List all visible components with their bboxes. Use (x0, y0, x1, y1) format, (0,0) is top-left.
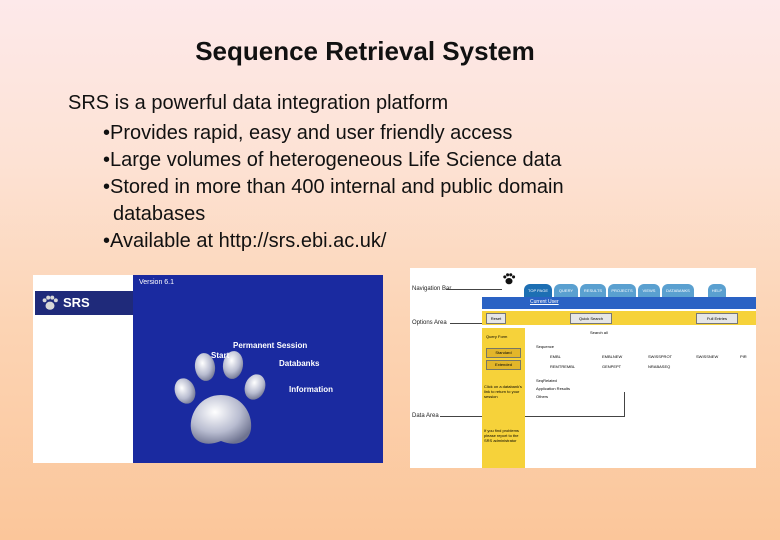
tab-projects[interactable]: PROJECTS (608, 284, 636, 297)
databank-checkbox-nrabaseq[interactable]: NRABASEQ (648, 364, 671, 369)
permanent-session-link[interactable]: Permanent Session (233, 341, 308, 350)
version-label: Version 6.1 (139, 279, 175, 286)
start-link[interactable]: Start (211, 351, 230, 360)
toolbar: Reset Quick Search Full Entries (482, 311, 756, 325)
srs-start-screenshot: SRS Version 6.1 Permanent Session Start … (33, 275, 383, 463)
srs-query-screenshot: Navigation Bar Options Area Data Area TO… (410, 268, 756, 468)
bullet-item: •Provides rapid, easy and user friendly … (103, 122, 513, 144)
bullet-item: •Stored in more than 400 internal and pu… (103, 176, 564, 198)
reset-button[interactable]: Reset (486, 313, 506, 324)
return-note: Click on a databank's link to return to … (484, 384, 522, 399)
admin-note: If you find problems please report to th… (484, 428, 519, 443)
sequence-checkbox[interactable]: Sequence (536, 344, 555, 349)
start-sidebar (33, 289, 133, 463)
bullet-item-continuation: databases (113, 203, 206, 225)
tab-views[interactable]: VIEWS (638, 284, 660, 297)
tab-databanks[interactable]: DATABANKS (662, 284, 694, 297)
databank-checkbox-emblnew[interactable]: EMBLNEW (602, 354, 623, 359)
data-area-label: Data Area (412, 413, 439, 419)
logo-text: SRS (63, 295, 90, 310)
current-user-link[interactable]: Current User (530, 299, 559, 305)
databank-checkbox-pir[interactable]: PIR (740, 354, 747, 359)
search-all-label: Search all (590, 330, 608, 335)
information-link[interactable]: Information (289, 385, 333, 394)
paw-icon (42, 295, 58, 310)
standard-button[interactable]: Standard (486, 348, 521, 358)
paw-icon (503, 273, 516, 285)
databank-checkbox-swissnew[interactable]: SWISSNEW (696, 354, 719, 359)
category-others[interactable]: Others (536, 394, 549, 399)
databank-checkbox-remtrembl[interactable]: REMTREMBL (550, 364, 576, 369)
slide-intro: SRS is a powerful data integration platf… (68, 92, 449, 114)
tab-top-page[interactable]: TOP PAGE (524, 284, 552, 297)
callout-line (624, 392, 625, 417)
bullet-item: •Large volumes of heterogeneous Life Sci… (103, 149, 562, 171)
tab-query[interactable]: QUERY (554, 284, 578, 297)
category-application-results[interactable]: Application Results (536, 386, 571, 391)
quick-search-button[interactable]: Quick Search (570, 313, 612, 324)
databank-checkbox-swissprot[interactable]: SWISSPROT (648, 354, 673, 359)
databank-checkbox-embl[interactable]: EMBL (550, 354, 561, 359)
full-entries-button[interactable]: Full Entries (696, 313, 738, 324)
tab-results[interactable]: RESULTS (580, 284, 606, 297)
user-bar: Current User (482, 297, 756, 309)
srs-logo[interactable]: SRS (35, 291, 133, 315)
callout-line (446, 289, 502, 290)
bullet-item: •Available at http://srs.ebi.ac.uk/ (103, 230, 387, 252)
tab-help[interactable]: HELP (708, 284, 726, 297)
start-main-panel: Version 6.1 Permanent Session Start Data… (133, 275, 383, 463)
slide-title: Sequence Retrieval System (195, 36, 535, 66)
navigation-bar-label: Navigation Bar (412, 286, 452, 292)
databanks-link[interactable]: Databanks (279, 359, 320, 368)
options-area-label: Options Area (412, 320, 447, 326)
databank-checkbox-genpept[interactable]: GENPEPT (602, 364, 622, 369)
callout-line (440, 416, 624, 417)
extended-button[interactable]: Extended (486, 360, 521, 370)
bullet-list: •Provides rapid, easy and user friendly … (103, 120, 703, 255)
category-seqrelated[interactable]: SeqRelated (536, 378, 557, 383)
paw-icon (174, 351, 266, 444)
query-form-label: Query Form (486, 334, 508, 339)
